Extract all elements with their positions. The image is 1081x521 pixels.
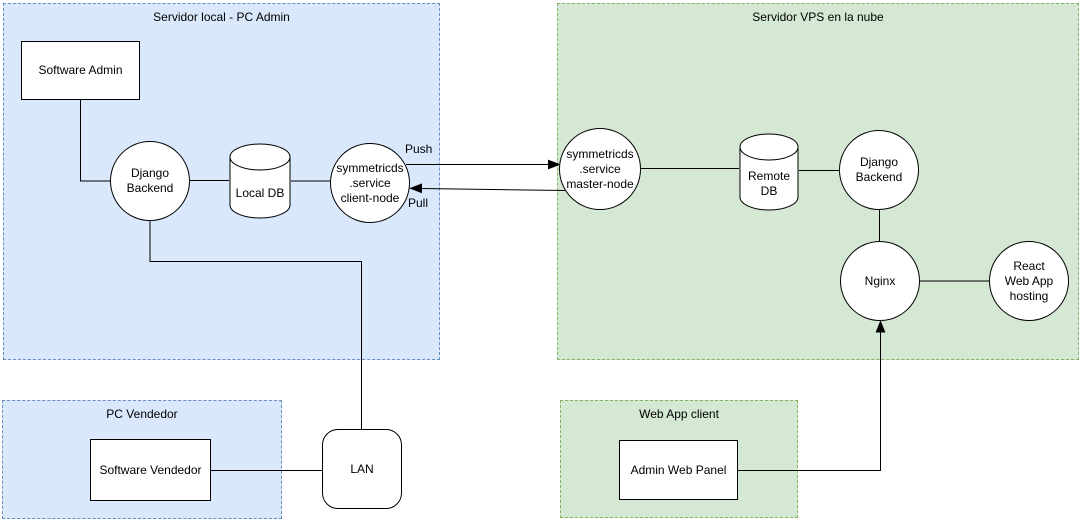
pull-edge-label: Pull	[408, 196, 429, 210]
group-pc-vendedor-title: PC Vendedor	[106, 407, 178, 421]
node-remote-db-label: Remote DB	[747, 169, 791, 198]
node-software-admin-label: Software Admin	[38, 63, 123, 77]
cylinder-shape	[229, 143, 291, 219]
cylinder-shape	[739, 133, 799, 211]
node-symmetricds-master-node: symmetricds .service master-node	[559, 128, 641, 210]
node-nginx-label: Nginx	[864, 273, 896, 288]
group-servidor-vps-title: Servidor VPS en la nube	[752, 10, 884, 24]
group-servidor-local-title: Servidor local - PC Admin	[153, 10, 290, 24]
node-admin-web-panel: Admin Web Panel	[619, 440, 738, 500]
node-software-vendedor-label: Software Vendedor	[99, 462, 202, 477]
node-lan: LAN	[322, 429, 402, 509]
push-edge-label: Push	[405, 142, 433, 156]
node-admin-web-panel-label: Admin Web Panel	[630, 462, 727, 477]
node-local-db: Local DB	[229, 143, 291, 219]
node-react-web-app-hosting: React Web App hosting	[989, 241, 1069, 321]
node-django-backend-vps: Django Backend	[839, 130, 919, 210]
node-remote-db: Remote DB	[739, 133, 799, 211]
group-web-app-client-title: Web App client	[639, 407, 719, 421]
node-software-vendedor: Software Vendedor	[90, 439, 211, 501]
node-django-backend-vps-label: Django Backend	[855, 155, 903, 184]
node-symmetricds-client-node-label: symmetricds .service client-node	[336, 160, 404, 205]
node-symmetricds-client-node: symmetricds .service client-node	[330, 143, 410, 223]
node-software-admin: Software Admin	[21, 41, 140, 100]
group-servidor-vps: Servidor VPS en la nube	[557, 3, 1079, 360]
node-react-web-app-hosting-label: React Web App hosting	[1004, 258, 1054, 303]
node-django-backend-local: Django Backend	[110, 141, 190, 221]
node-symmetricds-master-node-label: symmetricds .service master-node	[566, 146, 634, 191]
node-lan-label: LAN	[350, 461, 374, 476]
node-local-db-label: Local DB	[235, 185, 285, 200]
node-django-backend-local-label: Django Backend	[126, 166, 174, 195]
node-nginx: Nginx	[840, 241, 920, 321]
